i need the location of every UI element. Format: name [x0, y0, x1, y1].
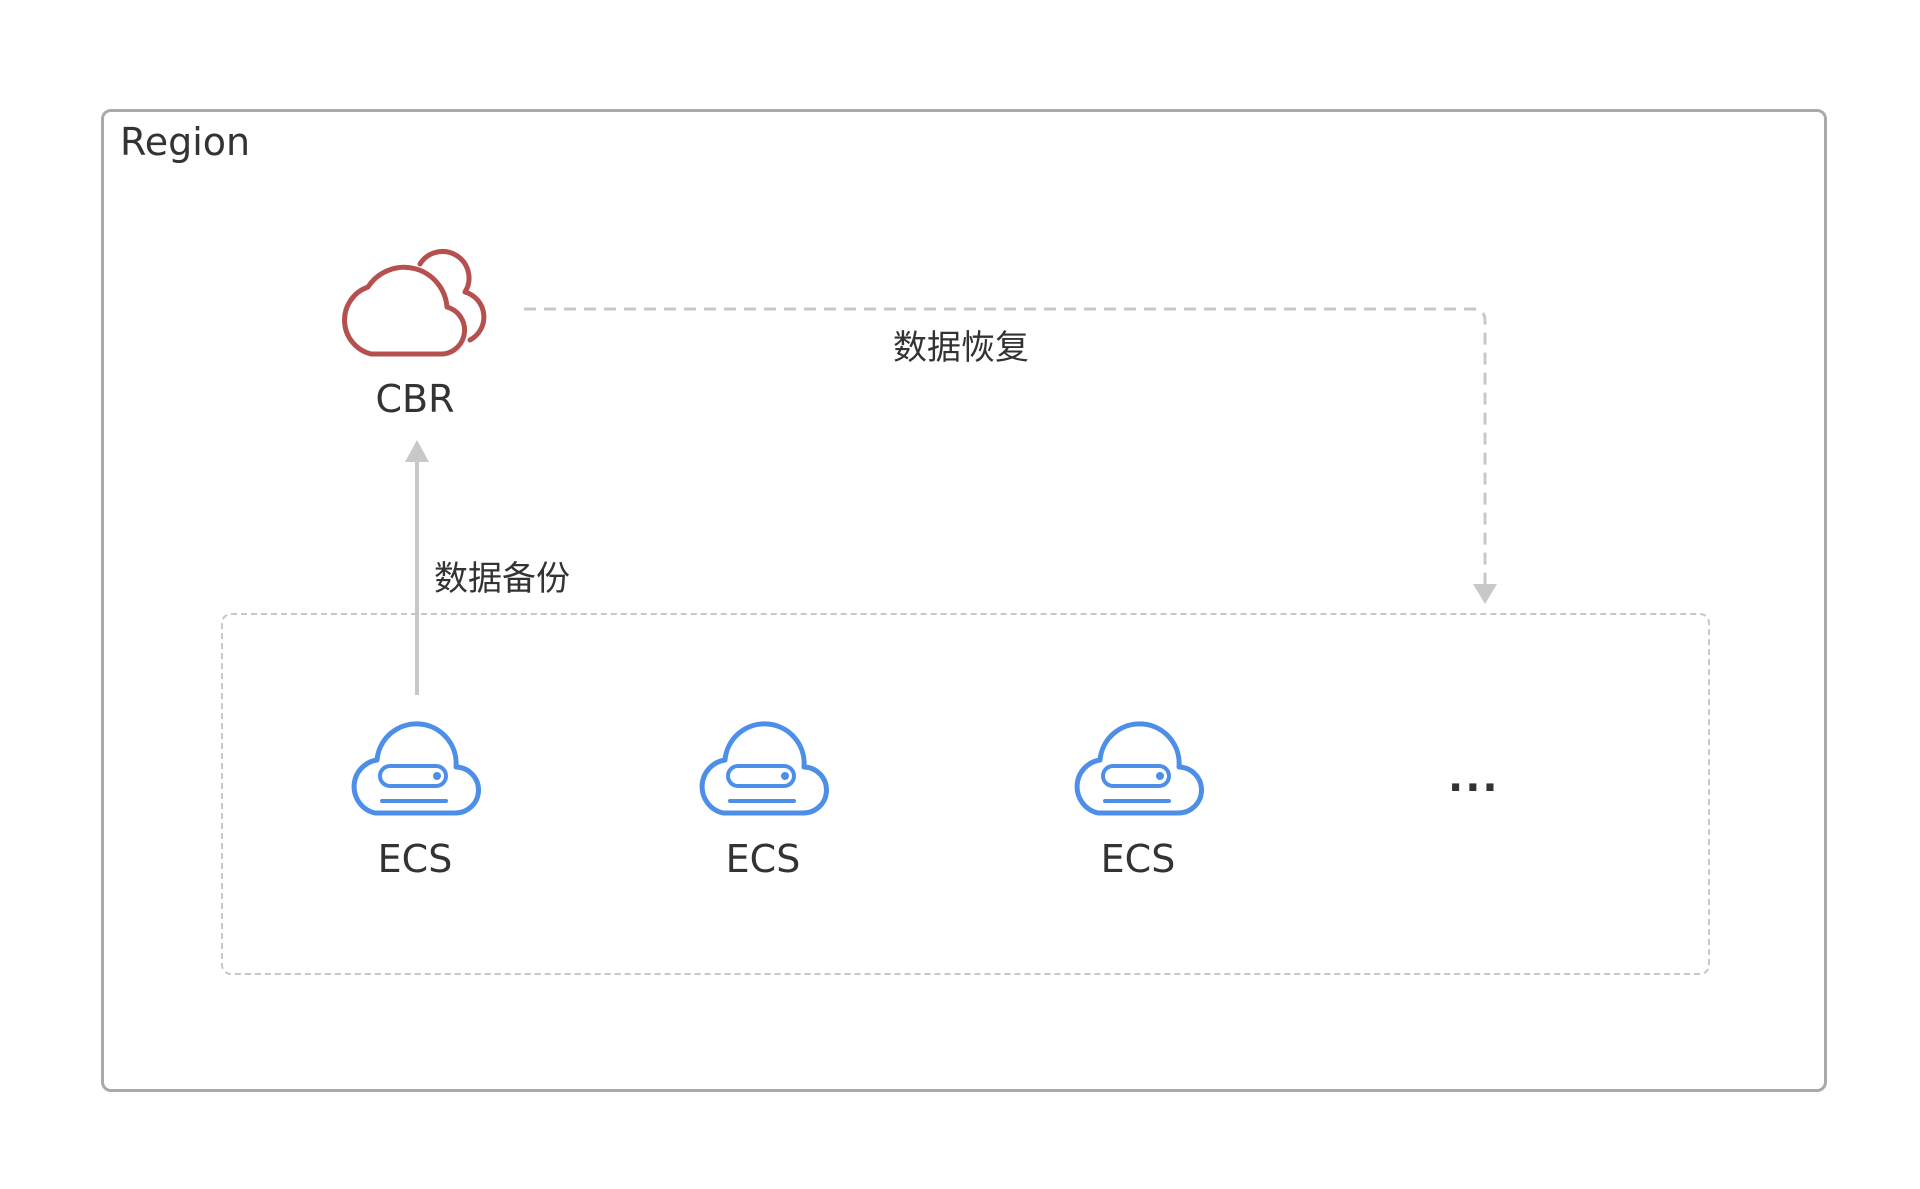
backup-edge-label: 数据备份 — [434, 559, 570, 599]
cloud-server-icon — [699, 721, 829, 816]
ecs-label: ECS — [725, 837, 801, 881]
region-container — [101, 109, 1827, 1092]
region-label: Region — [120, 120, 251, 164]
cloud-server-icon — [351, 721, 481, 816]
restore-arrow — [524, 307, 1497, 604]
backup-arrow — [405, 440, 429, 695]
cloud-server-icon — [1074, 721, 1204, 816]
cloud-backup-icon — [342, 249, 487, 357]
ecs-group-container — [221, 613, 1710, 975]
more-instances-ellipsis: ... — [1448, 755, 1500, 801]
ecs-label: ECS — [1100, 837, 1176, 881]
restore-edge-label: 数据恢复 — [893, 328, 1029, 368]
cbr-label: CBR — [375, 377, 455, 421]
ecs-label: ECS — [377, 837, 453, 881]
